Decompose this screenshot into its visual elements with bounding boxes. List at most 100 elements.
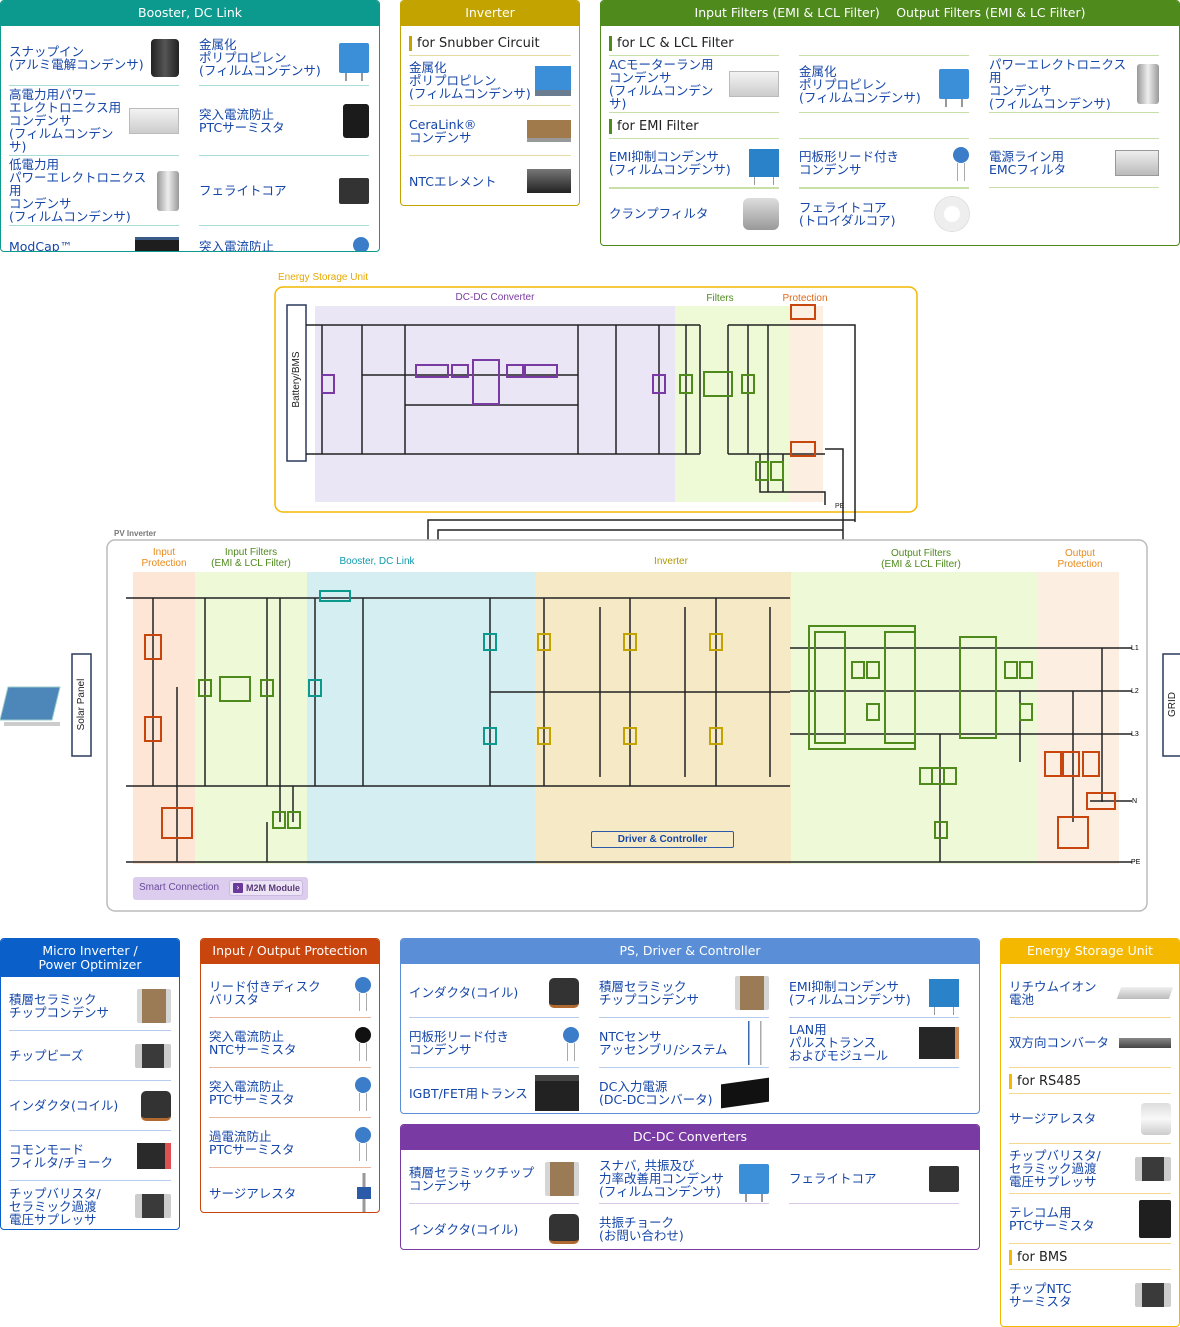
product-link[interactable]: EMI抑制コンデンサ (フィルムコンデンサ) xyxy=(789,968,959,1018)
product-link[interactable]: 突入電流防止 PTCサーミスタ xyxy=(199,226,369,251)
product-link[interactable]: DC入力電源 (DC-DCコンバータ) xyxy=(599,1068,769,1113)
product-link[interactable]: 金属化 ポリプロピレン (フィルムコンデンサ) xyxy=(199,30,369,86)
product-link[interactable]: CeraLink® コンデンサ xyxy=(409,106,571,156)
product-label: IGBT/FET用トランス xyxy=(409,1085,528,1101)
product-link[interactable]: スナップイン (アルミ電解コンデンサ) xyxy=(9,30,179,86)
ferrite-core-glyph xyxy=(339,177,369,204)
product-link[interactable]: パワーエレクトロニクス用 コンデンサ (フィルムコンデンサ) xyxy=(989,55,1159,113)
product-link[interactable]: 積層セラミック チップコンデンサ xyxy=(9,981,171,1031)
panel-title: Inverter xyxy=(401,1,579,26)
battery-bms-label: Battery/BMS xyxy=(291,351,302,408)
region-booster xyxy=(307,572,535,864)
schematic-svg xyxy=(0,286,1180,912)
panel-micro-inverter: Micro Inverter / Power Optimizer 積層セラミック… xyxy=(0,938,180,1230)
product-link[interactable]: 金属化 ポリプロピレン (フィルムコンデンサ) xyxy=(799,55,969,113)
product-link[interactable]: 金属化 ポリプロピレン (フィルムコンデンサ) xyxy=(409,56,571,106)
product-link[interactable]: インダクタ(コイル) xyxy=(409,1204,579,1249)
product-link[interactable]: 共振チョーク (お問い合わせ) xyxy=(599,1204,769,1249)
product-link[interactable]: インダクタ(コイル) xyxy=(9,1081,171,1131)
product-link[interactable]: チップバリスタ/ セラミック過渡 電圧サプレッサ xyxy=(9,1181,171,1229)
m2m-module-button[interactable]: › M2M Module xyxy=(229,880,303,896)
product-link[interactable]: リード付きディスク バリスタ xyxy=(209,968,371,1018)
m2m-module-label: M2M Module xyxy=(246,883,300,893)
inductor-icon xyxy=(141,1090,171,1121)
product-link[interactable]: 突入電流防止 NTCサーミスタ xyxy=(209,1018,371,1068)
grid-label: GRID xyxy=(1167,692,1178,717)
terminal-pe: PE xyxy=(1131,859,1141,866)
product-link[interactable]: 高電力用パワー エレクトロニクス用 コンデンサ (フィルムコンデンサ) xyxy=(9,86,179,156)
product-link[interactable]: LAN用 パルストランス およびモジュール xyxy=(789,1018,959,1068)
bidirectional-converter-icon xyxy=(1119,1037,1171,1048)
product-link[interactable]: チップバリスタ/ セラミック過渡 電圧サプレッサ xyxy=(1009,1144,1171,1194)
product-link[interactable]: 双方向コンバータ xyxy=(1009,1018,1171,1068)
igbt-transformer-icon xyxy=(535,1075,579,1111)
ac-motor-run-capacitor-icon xyxy=(729,71,779,97)
panel-title: Energy Storage Unit xyxy=(1001,939,1179,964)
product-link[interactable]: EMI抑制コンデンサ (フィルムコンデンサ) xyxy=(609,138,779,188)
telecom-ptc-glyph xyxy=(1139,1199,1171,1238)
product-label: チップバリスタ/ セラミック過渡 電圧サプレッサ xyxy=(1009,1148,1101,1189)
product-link[interactable]: NTCセンサ アッセンブリ/システム xyxy=(599,1018,769,1068)
product-link[interactable]: フェライトコア (トロイダルコア) xyxy=(799,188,969,238)
product-link[interactable]: テレコム用 PTCサーミスタ xyxy=(1009,1194,1171,1244)
solar-panel-icon xyxy=(0,686,61,726)
panel-energy-storage: Energy Storage Unit リチウムイオン 電池双方向コンバータ fo… xyxy=(1000,938,1180,1327)
product-label: サージアレスタ xyxy=(1009,1111,1097,1126)
product-label: チップビーズ xyxy=(9,1048,84,1063)
product-label: チップNTC サーミスタ xyxy=(1009,1281,1072,1309)
product-link[interactable]: クランプフィルタ xyxy=(609,188,779,238)
product-link[interactable]: サージアレスタ xyxy=(209,1168,371,1212)
panel-title: DC-DC Converters xyxy=(401,1125,979,1150)
ptc-thermistor-glyph xyxy=(343,103,369,138)
product-link[interactable]: 電源ライン用 EMCフィルタ xyxy=(989,138,1159,188)
igbt-transformer-glyph xyxy=(535,1075,579,1111)
disc-varistor-glyph xyxy=(355,976,371,1011)
product-link[interactable]: チップビーズ xyxy=(9,1031,171,1081)
product-link[interactable]: 突入電流防止 PTCサーミスタ xyxy=(209,1068,371,1118)
mlcc-icon xyxy=(545,1161,579,1196)
esu-protection-label: Protection xyxy=(782,293,828,304)
panel-booster-dc-link: Booster, DC Link スナップイン (アルミ電解コンデンサ)金属化 … xyxy=(0,0,380,252)
product-link[interactable]: 低電力用 パワーエレクトロニクス用 コンデンサ (フィルムコンデンサ) xyxy=(9,156,179,226)
disc-capacitor-glyph xyxy=(563,1026,579,1061)
can-capacitor-glyph xyxy=(157,170,179,211)
product-link[interactable]: 突入電流防止 PTCサーミスタ xyxy=(199,86,369,156)
emi-capacitor-icon xyxy=(929,978,959,1015)
driver-controller-button[interactable]: Driver & Controller xyxy=(591,831,734,848)
snap-in-capacitor-icon xyxy=(151,38,179,77)
product-link[interactable]: 円板形リード付き コンデンサ xyxy=(799,138,969,188)
product-link[interactable]: スナバ, 共振及び 力率改善用コンデンサ (フィルムコンデンサ) xyxy=(599,1154,769,1204)
product-label: インダクタ(コイル) xyxy=(409,985,519,1000)
item-grid: インダクタ(コイル) 積層セラミック チップコンデンサ EMI抑制コンデンサ (フィ… xyxy=(401,964,979,1113)
product-link[interactable]: コモンモード フィルタ/チョーク xyxy=(9,1131,171,1181)
product-link[interactable]: ModCap™ (Film Capacitors) xyxy=(9,226,179,251)
panel-title: PS, Driver & Controller xyxy=(401,939,979,964)
product-label: EMI抑制コンデンサ (フィルムコンデンサ) xyxy=(609,149,731,177)
subheading-text: for Snubber Circuit xyxy=(417,36,540,51)
product-link[interactable]: IGBT/FET用トランス xyxy=(409,1068,579,1113)
product-link[interactable]: 積層セラミック チップコンデンサ xyxy=(599,968,769,1018)
product-link[interactable]: リチウムイオン 電池 xyxy=(1009,968,1174,1018)
film-capacitor-glyph xyxy=(339,42,369,81)
product-label: 突入電流防止 NTCサーミスタ xyxy=(209,1028,297,1057)
product-label: 双方向コンバータ xyxy=(1009,1035,1110,1050)
product-label: 過電流防止 PTCサーミスタ xyxy=(209,1128,295,1157)
product-link[interactable]: フェライトコア xyxy=(789,1154,959,1204)
ptc-thermistor-icon xyxy=(355,1076,371,1111)
smart-connection-bar: Smart Connection › M2M Module xyxy=(133,877,308,900)
panel-title: Input Filters (EMI & LCL Filter) Output … xyxy=(601,1,1179,26)
subheading-text: for RS485 xyxy=(1017,1074,1082,1089)
product-link[interactable]: インダクタ(コイル) xyxy=(409,968,579,1018)
product-link[interactable]: 過電流防止 PTCサーミスタ xyxy=(209,1118,371,1168)
product-link[interactable]: 円板形リード付き コンデンサ xyxy=(409,1018,579,1068)
product-link[interactable]: チップNTC サーミスタ xyxy=(1009,1270,1171,1320)
product-link[interactable]: NTCエレメント xyxy=(409,156,571,205)
ferrite-core-icon xyxy=(339,177,369,204)
item-list: リード付きディスク バリスタ突入電流防止 NTCサーミスタ突入電流防止 PTCサ… xyxy=(201,964,379,1212)
product-label: 積層セラミック チップコンデンサ xyxy=(9,991,110,1020)
product-label: 共振チョーク (お問い合わせ) xyxy=(599,1215,684,1243)
product-link[interactable]: 積層セラミックチップ コンデンサ xyxy=(409,1154,579,1204)
product-link[interactable]: ACモーターラン用 コンデンサ (フィルムコンデンサ) xyxy=(609,55,779,113)
product-link[interactable]: サージアレスタ xyxy=(1009,1094,1171,1144)
product-link[interactable]: フェライトコア xyxy=(199,156,369,226)
